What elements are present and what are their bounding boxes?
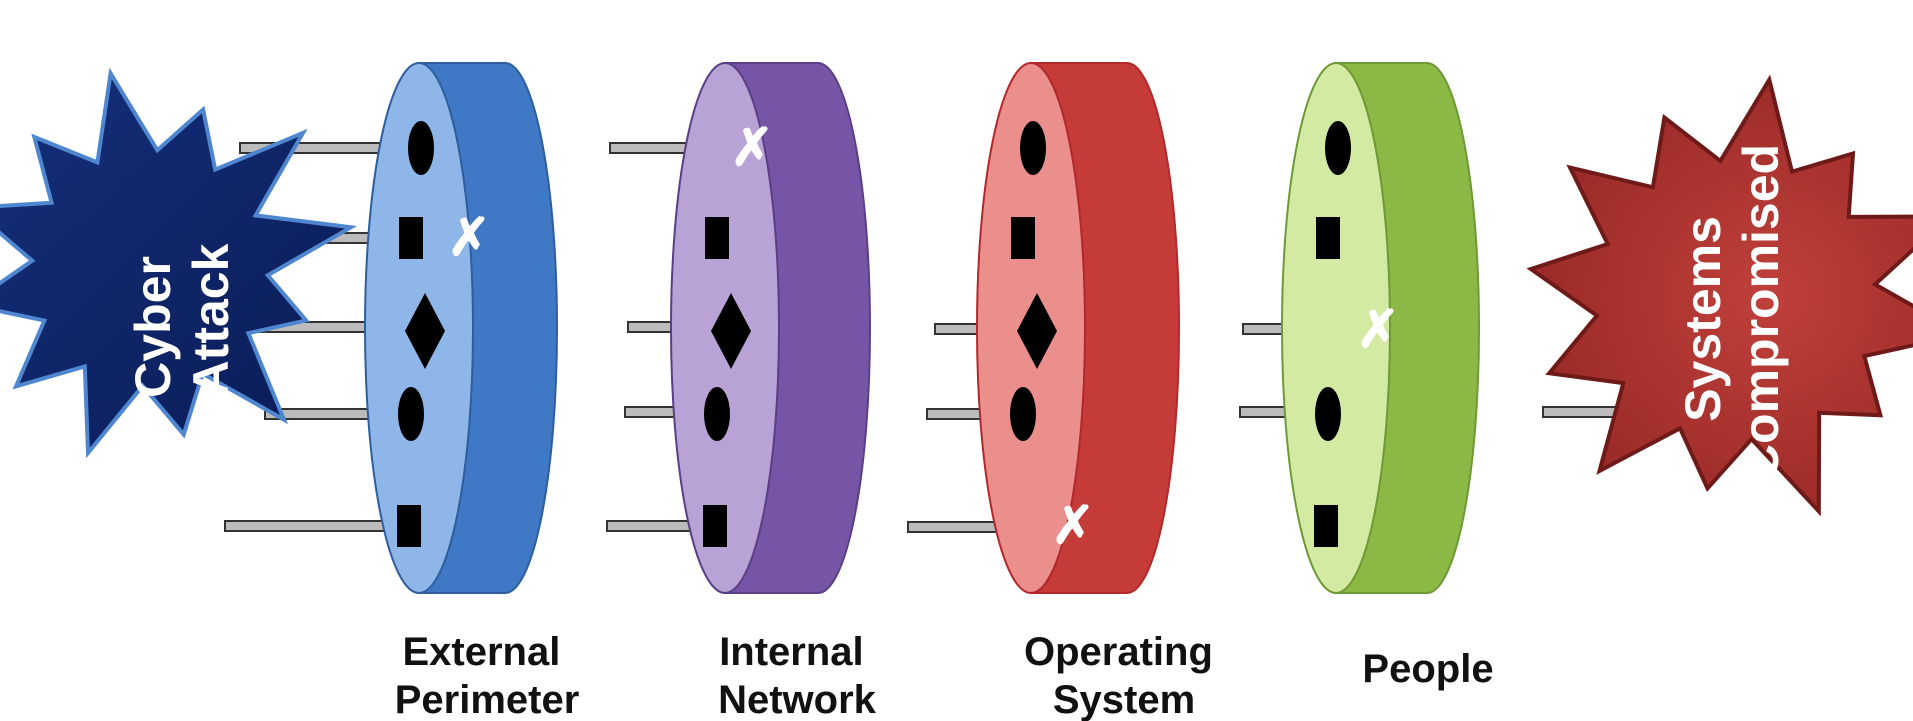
source-label-line-2: Attack	[183, 243, 239, 396]
target-label: Systems Compromised	[1675, 144, 1789, 480]
square-hole	[1316, 217, 1340, 259]
caption-line: System	[1053, 678, 1195, 721]
layer-operating-system: ✗	[976, 62, 1180, 594]
caption-people: People	[1362, 647, 1493, 691]
target-label-line-1: Systems	[1675, 216, 1731, 422]
square-hole	[397, 505, 421, 547]
source-label: Cyber Attack	[125, 242, 239, 398]
source-starburst-shape	[0, 67, 358, 459]
oval-hole	[1315, 387, 1341, 441]
caption-line: People	[1362, 647, 1493, 691]
caption-line: Operating	[1024, 630, 1213, 674]
blocked-x-mark: ✗	[730, 119, 774, 177]
layer-people: ✗	[1281, 62, 1480, 594]
square-hole	[1011, 217, 1035, 259]
blocked-x-mark: ✗	[1356, 301, 1400, 359]
caption-line: Internal	[719, 630, 863, 674]
target-starburst-shape	[1526, 74, 1913, 517]
caption-internal-network: Internal Network	[718, 630, 877, 721]
caption-operating-system: Operating System	[1024, 630, 1224, 721]
oval-hole	[408, 121, 434, 175]
caption-line: Perimeter	[395, 678, 580, 721]
square-hole	[1314, 505, 1338, 547]
blocked-x-mark: ✗	[1051, 497, 1095, 555]
caption-line: External	[403, 630, 561, 674]
oval-hole	[1020, 121, 1046, 175]
oval-hole	[704, 387, 730, 441]
oval-hole	[398, 387, 424, 441]
blocked-x-mark: ✗	[447, 209, 491, 267]
layer-captions: External Perimeter Internal Network Oper…	[395, 630, 1494, 721]
defense-layers: ✗ ✗ ✗ ✗	[364, 62, 1480, 594]
square-hole	[705, 217, 729, 259]
oval-hole	[1010, 387, 1036, 441]
target-label-line-2: Compromised	[1733, 144, 1789, 480]
layer-internal-network: ✗	[670, 62, 871, 594]
diamond-hole	[405, 293, 445, 369]
caption-external-perimeter: External Perimeter	[395, 630, 580, 721]
oval-hole	[1325, 121, 1351, 175]
cyber-attack-burst: Cyber Attack	[0, 67, 358, 459]
square-hole	[399, 217, 423, 259]
caption-line: Network	[718, 678, 877, 721]
square-hole	[703, 505, 727, 547]
layer-external-perimeter: ✗	[364, 62, 558, 594]
layer-face	[1281, 62, 1391, 594]
diamond-hole	[1017, 293, 1057, 369]
diamond-hole	[711, 293, 751, 369]
source-label-line-1: Cyber	[125, 256, 181, 398]
systems-compromised-burst: Systems Compromised	[1526, 74, 1913, 517]
